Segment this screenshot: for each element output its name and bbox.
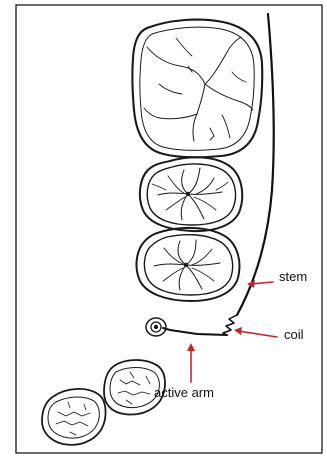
coil-arrow bbox=[234, 327, 277, 337]
canine-center bbox=[154, 325, 158, 329]
annotation-arrows bbox=[187, 280, 277, 382]
coil-label: coil bbox=[284, 327, 304, 342]
incisor-tooth-2 bbox=[42, 389, 106, 445]
active-arm-label: active arm bbox=[154, 385, 214, 400]
spring-coil bbox=[223, 315, 237, 335]
premolar-tooth-upper bbox=[140, 157, 242, 231]
premolar-tooth-lower bbox=[137, 228, 240, 301]
spring-active-arm bbox=[163, 328, 227, 335]
canine-tooth bbox=[146, 318, 166, 336]
spring-stem bbox=[237, 14, 274, 315]
active-arm-arrow bbox=[187, 343, 195, 382]
molar-tooth bbox=[132, 20, 262, 158]
stem-label: stem bbox=[279, 269, 307, 284]
